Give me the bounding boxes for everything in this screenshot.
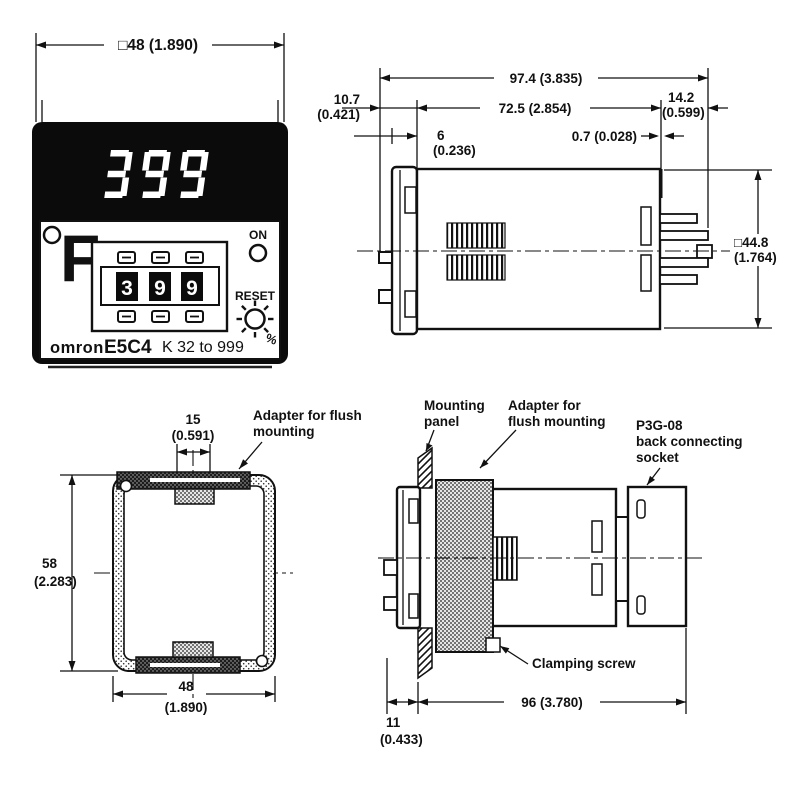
socket-label-line1: P3G-08 bbox=[636, 418, 683, 433]
socket-connector-step bbox=[615, 516, 629, 602]
reset-knob[interactable] bbox=[236, 300, 274, 338]
rear-adapter-view: 15 (0.591) 58 (2.283) 48 (1.890) Adapter… bbox=[34, 408, 362, 715]
front-width-dimension: □48 (1.890) bbox=[35, 33, 285, 122]
on-indicator bbox=[248, 243, 268, 263]
dim-depth-label: 96 (3.780) bbox=[521, 695, 583, 710]
dim-latch-in: (0.236) bbox=[433, 143, 476, 158]
thumbwheel-down-buttons[interactable] bbox=[117, 310, 204, 323]
adapter-screw-hole bbox=[119, 479, 133, 493]
adapter-tab-bottom bbox=[172, 641, 214, 658]
panel-latch bbox=[383, 596, 398, 611]
side-body bbox=[357, 165, 730, 336]
adapter-screw-hole bbox=[255, 654, 269, 668]
brand-logo: omron bbox=[50, 339, 104, 357]
adapter-tab-top bbox=[174, 488, 215, 505]
clamping-screw-label: Clamping screw bbox=[532, 656, 636, 671]
reset-label: RESET bbox=[235, 289, 276, 303]
dim-w-mm: 48 bbox=[178, 679, 194, 694]
thumbwheel-digit-2: 9 bbox=[154, 277, 166, 300]
front-view: □48 (1.890) 399 F ON bbox=[32, 33, 288, 369]
led-display: 399 bbox=[104, 150, 209, 198]
side-case bbox=[415, 167, 662, 331]
adapter-label-line1: Adapter for flush bbox=[253, 408, 362, 423]
on-label: ON bbox=[249, 228, 267, 242]
dim-rear-in: (0.599) bbox=[662, 105, 705, 120]
dim-square-mm: □44.8 bbox=[734, 235, 769, 250]
dim-square-in: (1.764) bbox=[734, 250, 777, 265]
mounted-view: Mounting panel Adapter for flush mountin… bbox=[378, 398, 743, 747]
dim-tab-in: (0.591) bbox=[172, 428, 215, 443]
thumbwheel-switch[interactable]: 3 9 9 bbox=[90, 240, 229, 333]
socket-label-line2: back connecting bbox=[636, 434, 743, 449]
side-dimensions: 97.4 (3.835) 10.7 (0.421) 72.5 (2.854) 1… bbox=[317, 68, 777, 329]
range-label: K 32 to 999 bbox=[162, 339, 244, 356]
panel-latch bbox=[378, 251, 393, 264]
adapter-label-line2: flush mounting bbox=[508, 414, 605, 429]
rear-dimensions: 15 (0.591) 58 (2.283) 48 (1.890) bbox=[34, 412, 276, 715]
panel-hole bbox=[42, 225, 62, 245]
mounting-panel-top bbox=[417, 446, 433, 489]
model-label: E5C4 bbox=[104, 337, 152, 358]
dim-panel-in: (0.433) bbox=[380, 732, 423, 747]
dim-panel-mm: 11 bbox=[386, 715, 401, 730]
dim-w-in: (1.890) bbox=[165, 700, 208, 715]
front-width-label: □48 (1.890) bbox=[118, 37, 198, 54]
mounted-callouts: Mounting panel Adapter for flush mountin… bbox=[424, 398, 743, 671]
dim-tab-mm: 15 bbox=[185, 412, 201, 427]
thumbwheel-up-buttons[interactable] bbox=[117, 251, 204, 264]
panel-latch bbox=[383, 559, 398, 576]
socket-label-line3: socket bbox=[636, 450, 679, 465]
panel-latch bbox=[378, 289, 393, 304]
mounting-panel-bottom bbox=[417, 627, 433, 680]
adapter-label-line2: mounting bbox=[253, 424, 314, 439]
connector-pins bbox=[659, 213, 713, 285]
dim-h-in: (2.283) bbox=[34, 574, 77, 589]
vent-slats bbox=[446, 254, 506, 281]
rear-adapter-callout: Adapter for flush mounting bbox=[238, 408, 362, 470]
vent-slats bbox=[446, 222, 506, 249]
panel-label-line2: panel bbox=[424, 414, 459, 429]
dim-h-mm: 58 bbox=[42, 556, 58, 571]
side-view: 97.4 (3.835) 10.7 (0.421) 72.5 (2.854) 1… bbox=[317, 68, 777, 336]
dim-rear-mm: 14.2 bbox=[668, 90, 694, 105]
flush-adapter-block bbox=[435, 479, 494, 653]
mounted-dimensions: 96 (3.780) 11 (0.433) bbox=[380, 628, 687, 747]
dim-front-mm: 10.7 bbox=[334, 92, 360, 107]
dim-front-in: (0.421) bbox=[317, 107, 360, 122]
thumbwheel-digit-1: 3 bbox=[121, 277, 133, 300]
percent-label: % bbox=[264, 331, 279, 348]
dim-latch-mm: 6 bbox=[437, 128, 445, 143]
panel-label-line1: Mounting bbox=[424, 398, 485, 413]
dim-flange-label: 0.7 (0.028) bbox=[572, 129, 637, 144]
thumbwheel-digit-3: 9 bbox=[186, 277, 198, 300]
adapter-label-line1: Adapter for bbox=[508, 398, 582, 413]
dim-total-label: 97.4 (3.835) bbox=[510, 71, 583, 86]
clamping-screw-tip bbox=[485, 637, 501, 653]
dim-case-label: 72.5 (2.854) bbox=[499, 101, 572, 116]
